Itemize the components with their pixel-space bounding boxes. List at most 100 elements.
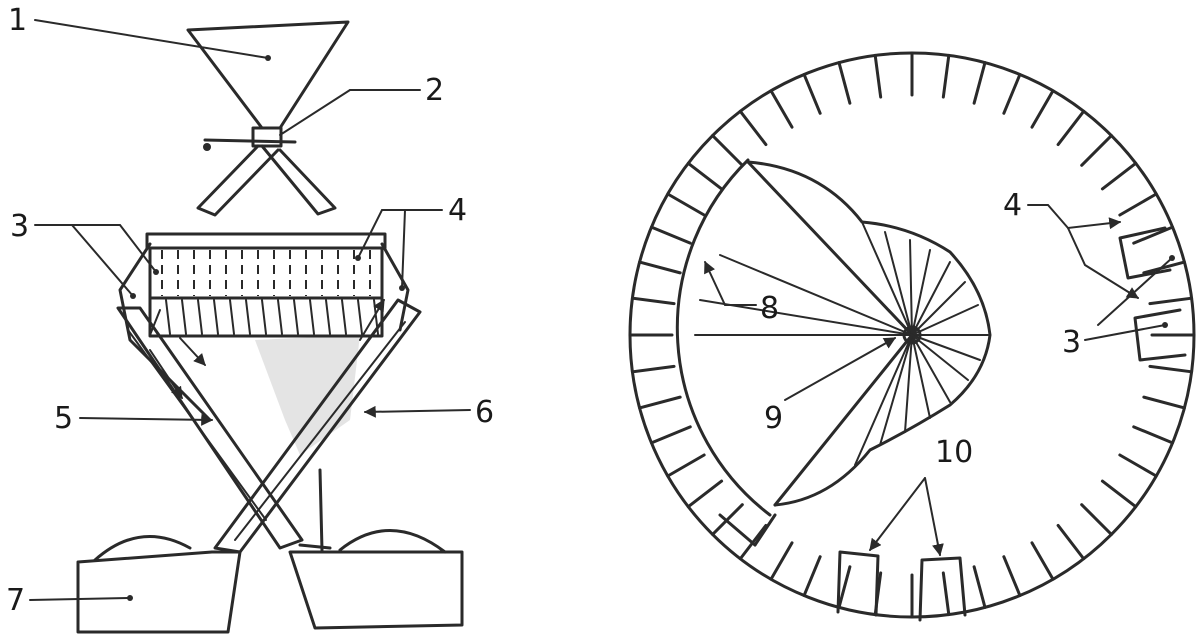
drum-tooth [165, 299, 171, 335]
drum-tooth [245, 299, 251, 335]
drum-tooth [325, 299, 331, 335]
side-view [76, 20, 464, 634]
disc-tick [638, 395, 682, 410]
casing-right [380, 242, 410, 332]
label-5: 5 [54, 401, 73, 436]
hopper [186, 20, 350, 130]
shaded-fall-zone [255, 335, 360, 455]
disc-tick [941, 53, 951, 99]
label-9: 9 [764, 401, 783, 436]
hub-rays [694, 221, 989, 466]
bin-left-lid [93, 535, 192, 562]
drum-tooth [293, 299, 299, 335]
drum-tooth [341, 299, 347, 335]
disc-tick [972, 565, 987, 609]
disc-tick [649, 225, 692, 245]
label-7: 7 [6, 583, 25, 618]
hub-ray [904, 334, 913, 433]
disc-tick [738, 109, 768, 147]
disc-tick [630, 296, 676, 306]
label-8: 8 [760, 291, 779, 326]
disc-tick [666, 192, 706, 217]
disc-view [628, 51, 1196, 622]
label-2: 2 [425, 73, 444, 108]
bin-left [76, 550, 242, 634]
drum-tooth [357, 299, 363, 335]
disc-tick [941, 571, 951, 617]
drum-top-plate [145, 232, 387, 250]
hub-ray [911, 334, 981, 361]
drum-tooth [261, 299, 267, 335]
disc-tick [837, 565, 852, 609]
disc-tick [1002, 555, 1022, 598]
disc-ticks [628, 51, 1196, 619]
hub-ray [854, 334, 913, 466]
cutaway-sector [746, 160, 992, 507]
inner-arc [675, 158, 772, 517]
disc-tick [1142, 260, 1186, 275]
hub-ray [719, 254, 913, 336]
disc-tick [1142, 395, 1186, 410]
disc-tick [1100, 479, 1138, 509]
upper-chute-left [196, 144, 280, 217]
disc-tick [972, 61, 987, 105]
disc-tick [666, 453, 706, 478]
disc-tick [1080, 134, 1113, 167]
disc-tick [1132, 225, 1175, 245]
label-4-right: 4 [1003, 188, 1022, 223]
pocket-10-right [918, 556, 967, 622]
upper-chute-right [260, 144, 337, 216]
disc-tick [686, 479, 724, 509]
disc-tick [1100, 161, 1138, 191]
disc-tick [638, 260, 682, 275]
disc-tick [1002, 72, 1022, 115]
disc-tick [1056, 523, 1086, 561]
hub [902, 325, 922, 345]
drum-tooth [229, 299, 235, 335]
bin-right-lid [338, 529, 447, 554]
pocket-10-left [836, 550, 880, 617]
drum-tooth [181, 299, 187, 335]
disc-tick [711, 134, 744, 167]
hub-ray [911, 334, 931, 419]
hub-ray [911, 334, 969, 381]
feeder-valve [251, 126, 283, 148]
drum-teeth [161, 250, 379, 335]
disc-tick [837, 61, 852, 105]
disc-tick [1030, 89, 1055, 129]
disc-tick [769, 89, 794, 129]
bin-right [288, 550, 464, 630]
pocket-4 [1118, 226, 1172, 280]
label-3-left: 3 [10, 209, 29, 244]
disc-tick [1080, 503, 1113, 536]
hub-ray [911, 261, 951, 336]
disc-tick [1148, 364, 1194, 374]
hub-ray [911, 304, 979, 336]
hub-ray [884, 231, 913, 336]
label-6: 6 [475, 395, 494, 430]
hub-ray [911, 281, 966, 336]
disc-tick [1118, 192, 1158, 217]
leader-lines [29, 19, 1173, 601]
disc-tick [630, 364, 676, 374]
drum-tooth [197, 299, 203, 335]
hub-ray [911, 249, 931, 336]
disc-tick [1118, 453, 1158, 478]
drum-tooth [309, 299, 315, 335]
disc-tick [802, 72, 822, 115]
hub-ray [911, 334, 951, 403]
disc-tick [686, 161, 724, 191]
disc-tick [1148, 296, 1194, 306]
drum-tooth [277, 299, 283, 335]
label-3-right: 3 [1062, 325, 1081, 360]
hub-ray [861, 221, 913, 336]
disc-tick [1132, 425, 1175, 445]
disc-tick [1030, 541, 1055, 581]
drum-tooth [213, 299, 219, 335]
disc-tick [1056, 109, 1086, 147]
label-1: 1 [8, 3, 27, 38]
disc-tick [873, 53, 883, 99]
hub-ray [909, 239, 913, 336]
drum-body [148, 246, 384, 338]
